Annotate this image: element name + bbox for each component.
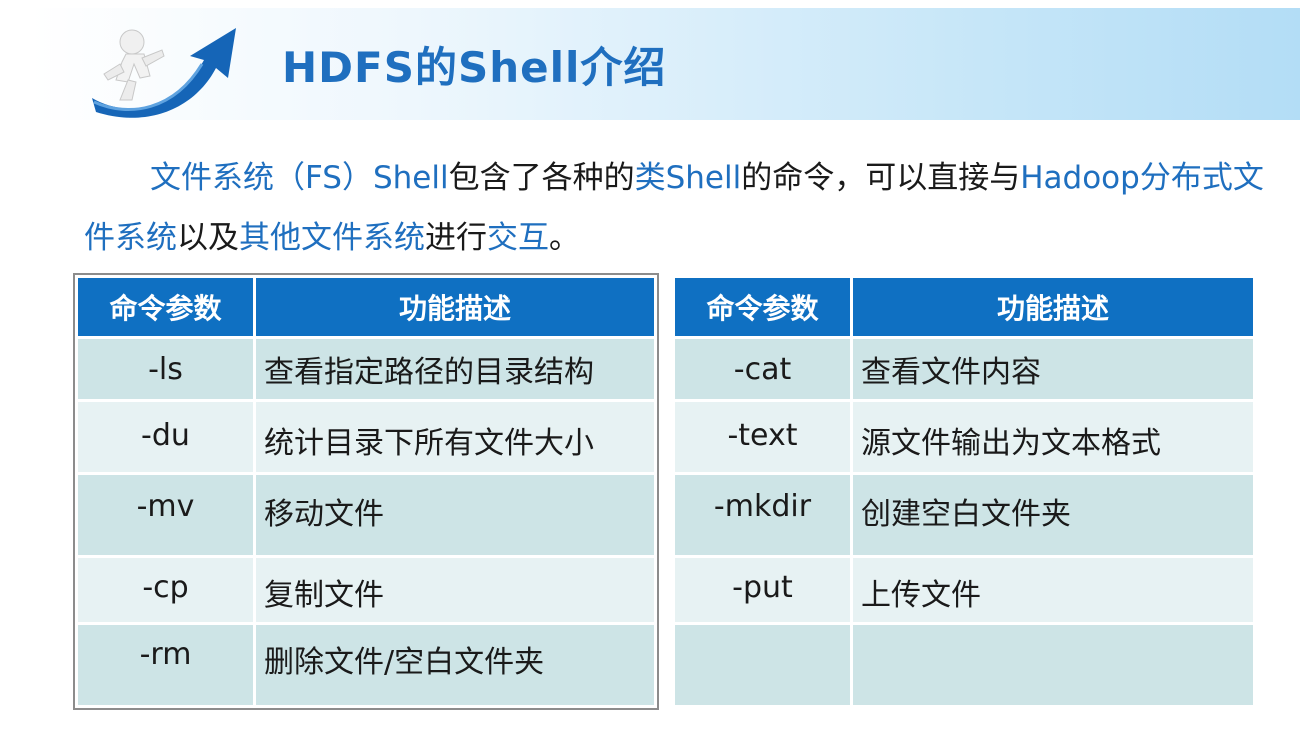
intro-segment: 其他文件系统 bbox=[239, 220, 425, 256]
column-header-cmd: 命令参数 bbox=[675, 278, 850, 336]
cmd-cell: -ls bbox=[78, 339, 253, 399]
table-row: -text 源文件输出为文本格式 bbox=[675, 402, 1253, 472]
page-title: HDFS的Shell介绍 bbox=[282, 43, 667, 92]
column-header-desc: 功能描述 bbox=[853, 278, 1253, 336]
cmd-cell: -text bbox=[675, 402, 850, 472]
cmd-cell: -rm bbox=[78, 625, 253, 705]
cmd-cell: -cp bbox=[78, 558, 253, 622]
runner-arrow-logo-icon bbox=[86, 20, 246, 132]
intro-segment: 的命令，可以直接与 bbox=[741, 160, 1021, 196]
desc-cell: 创建空白文件夹 bbox=[853, 475, 1253, 555]
right-command-table: 命令参数 功能描述 -cat 查看文件内容 -text 源文件输出为文本格式 -… bbox=[672, 275, 1256, 708]
table-row: -du 统计目录下所有文件大小 bbox=[78, 402, 654, 472]
intro-segment: 交互 bbox=[487, 220, 549, 256]
intro-segment: 进行 bbox=[425, 220, 487, 256]
table-row: -put 上传文件 bbox=[675, 558, 1253, 622]
table-row: -cat 查看文件内容 bbox=[675, 339, 1253, 399]
column-header-desc: 功能描述 bbox=[256, 278, 654, 336]
intro-segment: 文件系统（FS）Shell bbox=[150, 160, 449, 196]
table-header-row: 命令参数 功能描述 bbox=[675, 278, 1253, 336]
intro-paragraph: 文件系统（FS）Shell包含了各种的类Shell的命令，可以直接与Hadoop… bbox=[84, 148, 1264, 268]
table-row bbox=[675, 625, 1253, 705]
left-command-table: 命令参数 功能描述 -ls 查看指定路径的目录结构 -du 统计目录下所有文件大… bbox=[73, 273, 659, 710]
cmd-cell: -put bbox=[675, 558, 850, 622]
table-row: -rm 删除文件/空白文件夹 bbox=[78, 625, 654, 705]
desc-cell bbox=[853, 625, 1253, 705]
desc-cell: 删除文件/空白文件夹 bbox=[256, 625, 654, 705]
intro-segment: Hadoop分布式文件系统 bbox=[84, 160, 1264, 256]
column-header-cmd: 命令参数 bbox=[78, 278, 253, 336]
table-row: -cp 复制文件 bbox=[78, 558, 654, 622]
table-row: -ls 查看指定路径的目录结构 bbox=[78, 339, 654, 399]
desc-cell: 源文件输出为文本格式 bbox=[853, 402, 1253, 472]
cmd-cell: -du bbox=[78, 402, 253, 472]
intro-segment: 以及 bbox=[177, 220, 239, 256]
cmd-cell: -cat bbox=[675, 339, 850, 399]
intro-segment: 。 bbox=[549, 220, 580, 256]
cmd-cell: -mkdir bbox=[675, 475, 850, 555]
table-row: -mv 移动文件 bbox=[78, 475, 654, 555]
intro-segment: 包含了各种的 bbox=[448, 160, 635, 196]
table-row: -mkdir 创建空白文件夹 bbox=[675, 475, 1253, 555]
desc-cell: 复制文件 bbox=[256, 558, 654, 622]
cmd-cell: -mv bbox=[78, 475, 253, 555]
desc-cell: 查看指定路径的目录结构 bbox=[256, 339, 654, 399]
desc-cell: 上传文件 bbox=[853, 558, 1253, 622]
table-header-row: 命令参数 功能描述 bbox=[78, 278, 654, 336]
intro-segment: 类Shell bbox=[634, 160, 742, 196]
cmd-cell bbox=[675, 625, 850, 705]
desc-cell: 移动文件 bbox=[256, 475, 654, 555]
desc-cell: 统计目录下所有文件大小 bbox=[256, 402, 654, 472]
desc-cell: 查看文件内容 bbox=[853, 339, 1253, 399]
title-banner bbox=[30, 8, 1300, 120]
